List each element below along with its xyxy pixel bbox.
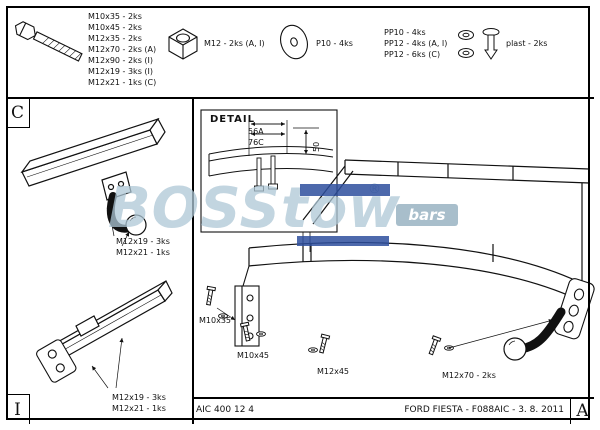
mounting-bracket bbox=[234, 265, 260, 347]
plastic-clip-icon bbox=[482, 28, 500, 60]
washer-icon bbox=[256, 331, 266, 337]
spring-washer-quantity-item: PP12 - 4ks (A, I) bbox=[384, 39, 448, 48]
header-divider-line bbox=[6, 97, 594, 99]
crossbar-variant-c-drawing bbox=[20, 117, 166, 247]
vehicle-title: FORD FIESTA - F088AIC - 3. 8. 2011 bbox=[404, 405, 564, 415]
bolt-quantity-item: M10x35 - 2ks bbox=[88, 12, 142, 21]
detail-dimension-lines bbox=[248, 120, 319, 156]
bolt-quantity-list: M10x35 - 2ks M10x45 - 2ks M12x35 - 2ks M… bbox=[88, 11, 156, 88]
nut-icon bbox=[168, 28, 198, 60]
bolt-quantity-item: M12x21 - 1ks (C) bbox=[88, 78, 157, 87]
marker-a-letter: A bbox=[576, 401, 589, 421]
detail-dim-56a: 56A bbox=[248, 127, 264, 136]
bolt-quantity-item: M12x35 - 2ks bbox=[88, 34, 142, 43]
spring-washer-icon bbox=[458, 30, 474, 58]
section-marker-i: I bbox=[6, 394, 30, 424]
assembly-bolt-label-m12x45: M12x45 bbox=[317, 367, 349, 376]
spring-washer-quantity-item: PP10 - 4ks bbox=[384, 28, 426, 37]
bolt-quantity-item: M12x70 - 2ks (A) bbox=[88, 45, 157, 54]
ball-mount-plate bbox=[554, 278, 595, 340]
tow-ball bbox=[503, 337, 527, 361]
assembly-bolt-label-m12x70: M12x70 - 2ks bbox=[442, 371, 496, 380]
section-c-bolt-label: M12x19 - 3ks bbox=[116, 237, 170, 246]
section-i-bolt-label: M12x19 - 3ks bbox=[112, 393, 166, 402]
washer-quantity-label: P10 - 4ks bbox=[316, 39, 353, 48]
marker-i-letter: I bbox=[14, 399, 21, 420]
nut-quantity-label: M12 - 2ks (A, I) bbox=[204, 39, 265, 48]
assembly-bolt-label-m10x45: M10x45 bbox=[237, 351, 269, 360]
bolt-m10x35-icon bbox=[203, 285, 216, 306]
main-crossbar bbox=[248, 241, 580, 301]
plastic-quantity-label: plast - 2ks bbox=[506, 39, 548, 48]
detail-dim-76c: 76C bbox=[248, 138, 264, 147]
spring-washer-quantity-item: PP12 - 6ks (C) bbox=[384, 50, 441, 59]
detail-bolts bbox=[254, 155, 278, 192]
spring-washer-quantity-list: PP10 - 4ks PP12 - 4ks (A, I) PP12 - 6ks … bbox=[384, 27, 447, 60]
crossbar-variant-i-drawing bbox=[36, 279, 173, 389]
section-marker-a: A bbox=[570, 398, 594, 424]
bolt-quantity-item: M10x45 - 2ks bbox=[88, 23, 142, 32]
bolt-quantity-item: M12x90 - 2ks (I) bbox=[88, 56, 154, 65]
bolt-icon bbox=[14, 21, 83, 62]
panel-divider-line bbox=[192, 98, 194, 424]
footer-divider-line bbox=[193, 397, 594, 399]
section-marker-c: C bbox=[6, 98, 30, 128]
marker-c-letter: C bbox=[10, 102, 24, 123]
bolt-m12x45-icon bbox=[316, 333, 331, 355]
washer-icon bbox=[280, 24, 308, 60]
bolt-quantity-item: M12x19 - 3ks (I) bbox=[88, 67, 154, 76]
detail-box bbox=[200, 109, 338, 233]
drawing-code: AIC 400 12 4 bbox=[196, 405, 255, 415]
section-c-bolt-label: M12x21 - 1ks bbox=[116, 248, 170, 257]
section-i-bolt-label: M12x21 - 1ks bbox=[112, 404, 166, 413]
washer-icon bbox=[308, 347, 318, 353]
bolt-m12x70-icon bbox=[426, 335, 442, 356]
detail-dim-50: 50 bbox=[312, 141, 321, 152]
leader-lines bbox=[216, 307, 554, 349]
assembly-bolt-label-m10x35: M10x35 bbox=[199, 316, 231, 325]
detail-title: DETAIL bbox=[210, 114, 256, 125]
